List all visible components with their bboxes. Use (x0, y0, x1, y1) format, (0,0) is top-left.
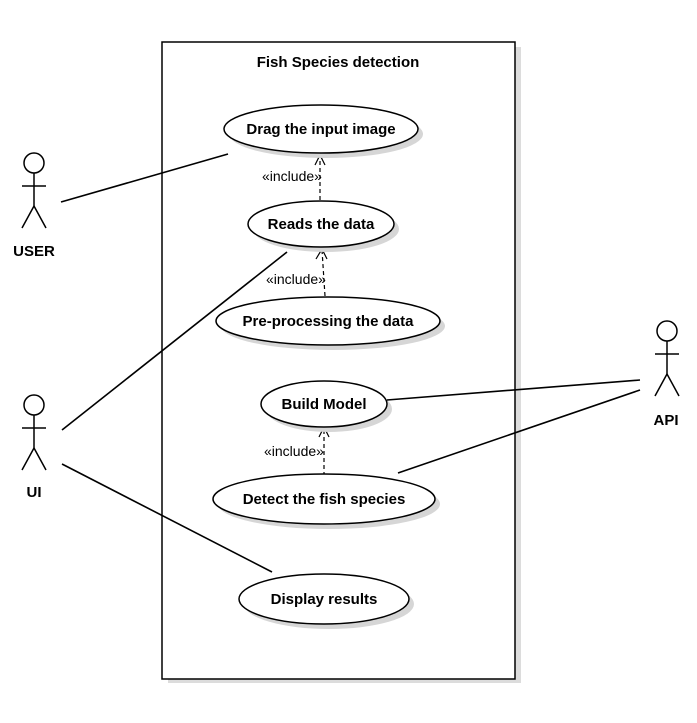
use-case-label: Reads the data (268, 216, 375, 233)
include-label-1: «include» (262, 168, 322, 184)
system-title: Fish Species detection (257, 54, 420, 71)
use-case-label: Display results (271, 591, 378, 608)
actor-label-user: USER (13, 243, 55, 260)
use-case-label: Build Model (282, 396, 367, 413)
stick-figure-icon (21, 152, 47, 229)
actor-user[interactable]: USER (13, 152, 55, 260)
use-case-drag-input-image[interactable]: Drag the input image (223, 104, 423, 158)
stick-figure-icon (21, 394, 47, 471)
association-api-detect-species (397, 389, 641, 474)
use-case-reads-data[interactable]: Reads the data (247, 200, 399, 252)
stick-figure-icon (654, 320, 680, 397)
association-ui-reads-data (61, 251, 288, 431)
use-case-build-model[interactable]: Build Model (260, 380, 392, 432)
include-label-2: «include» (266, 271, 326, 287)
use-case-label: Drag the input image (246, 121, 395, 138)
use-case-preprocessing[interactable]: Pre-processing the data (215, 296, 445, 350)
include-dependency-1: «include» (262, 153, 326, 200)
association-user-drag-input-image (60, 153, 229, 203)
use-case-label: Pre-processing the data (243, 313, 415, 330)
actor-api[interactable]: API (653, 320, 680, 429)
association-ui-display-results (61, 463, 273, 573)
include-dependency-2: «include» (266, 247, 328, 297)
association-api-build-model (386, 379, 641, 401)
actor-label-ui: UI (27, 484, 42, 501)
use-case-display-results[interactable]: Display results (238, 573, 414, 629)
use-case-label: Detect the fish species (243, 491, 406, 508)
actor-ui[interactable]: UI (21, 394, 47, 501)
include-label-3: «include» (264, 443, 324, 459)
include-line-2 (321, 249, 326, 297)
actor-label-api: API (653, 412, 678, 429)
use-case-detect-species[interactable]: Detect the fish species (212, 473, 440, 529)
